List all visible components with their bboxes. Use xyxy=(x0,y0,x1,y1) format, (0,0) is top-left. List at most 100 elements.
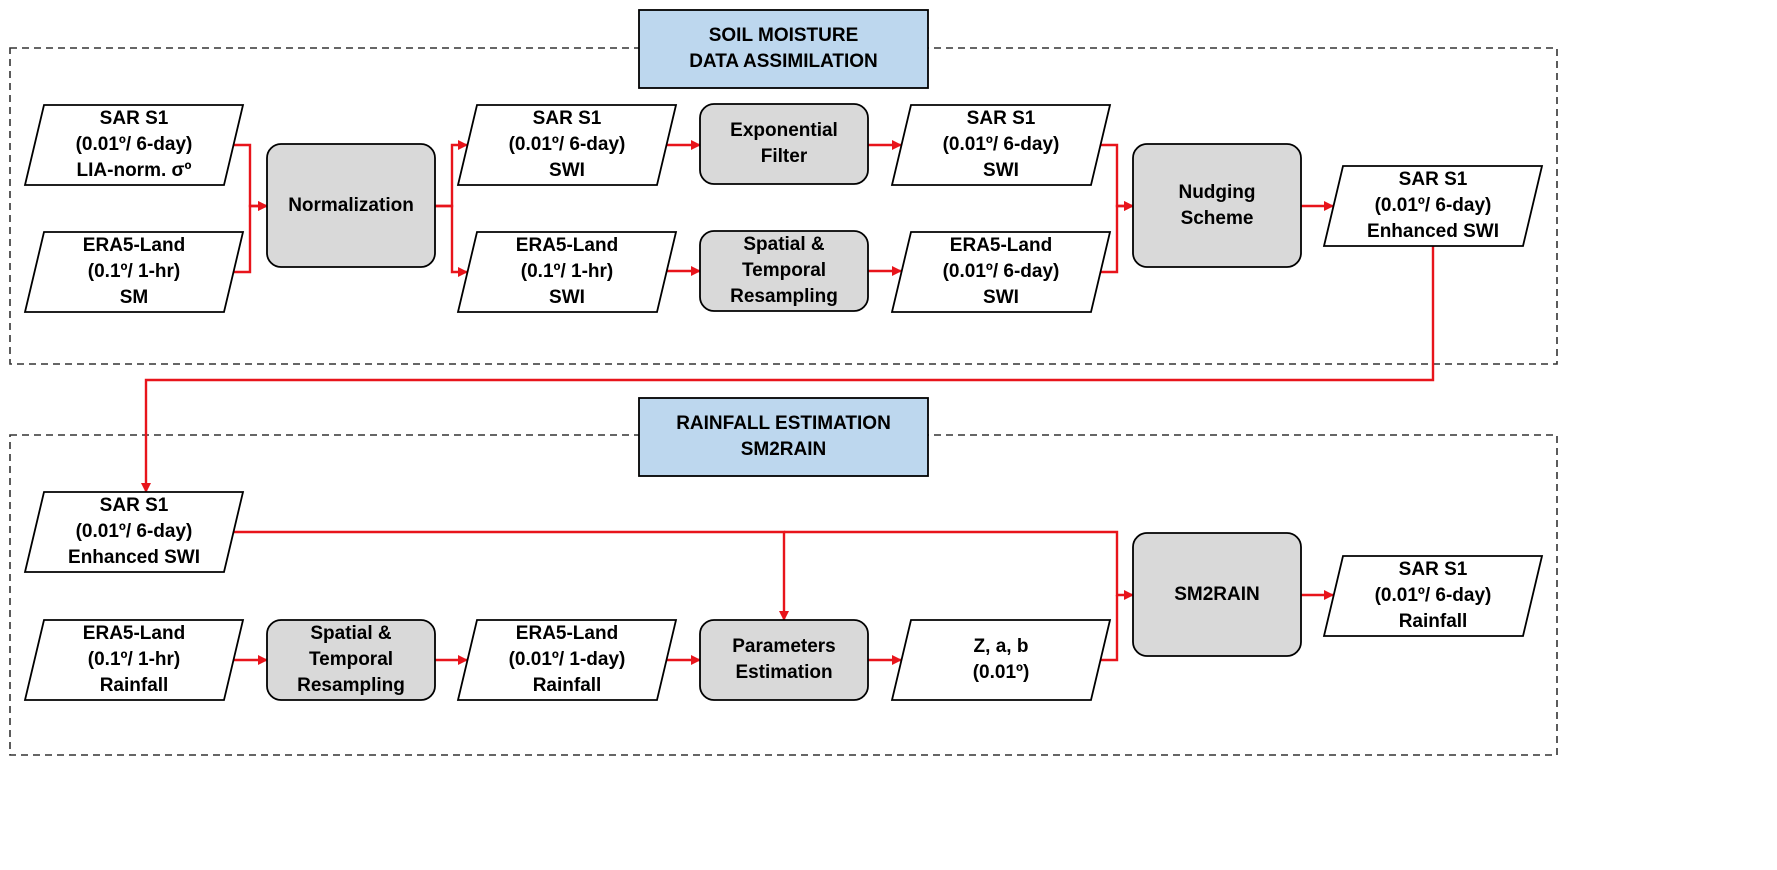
node-label-sar_rainfall-line: Rainfall xyxy=(1398,611,1468,632)
data-node-era5_rain_2 xyxy=(456,619,678,701)
node-label-era5_rain_2-line: Rainfall xyxy=(532,675,602,696)
section-title-box-rainfall xyxy=(638,397,929,477)
node-label-sar_swi_2-line: (0.01º/ 6-day) xyxy=(942,134,1060,155)
edge-era5_sm-to-normalization xyxy=(234,201,268,274)
node-label-resampling_2-line: Spatial & xyxy=(310,623,392,644)
data-node-sar_swi_2 xyxy=(890,104,1112,186)
section-title-box-soil_moisture xyxy=(638,9,929,89)
node-label-sar_swi_1-line: (0.01º/ 6-day) xyxy=(508,134,626,155)
node-label-era5_sm-line: ERA5-Land xyxy=(82,235,186,256)
node-label-param_est-line: Parameters xyxy=(732,636,836,657)
node-label-normalization: Normalization xyxy=(267,144,435,267)
process-node-nudging xyxy=(1132,143,1302,268)
node-label-sar_lia-line: SAR S1 xyxy=(99,108,169,129)
data-node-sar_enh_1 xyxy=(1322,165,1544,247)
section-title-soil_moisture-line: SOIL MOISTURE xyxy=(708,25,859,46)
edge-era5_swi_2-to-nudging xyxy=(1101,201,1134,274)
node-label-era5_swi_2: ERA5-Land (0.01º/ 6-day) SWI xyxy=(892,232,1110,312)
node-label-era5_rain_2-line: ERA5-Land xyxy=(515,623,619,644)
data-node-sar_rainfall xyxy=(1322,555,1544,637)
node-label-sar_enh_1: SAR S1 (0.01º/ 6-day) Enhanced SWI xyxy=(1324,166,1542,246)
node-label-resampling_1-line: Temporal xyxy=(741,260,827,281)
node-label-param_est-line: Estimation xyxy=(735,662,833,683)
data-node-era5_rain_1 xyxy=(23,619,245,701)
node-label-sar_rainfall-line: (0.01º/ 6-day) xyxy=(1374,585,1492,606)
process-node-resampling_2 xyxy=(266,619,436,701)
node-label-era5_rain_1-line: ERA5-Land xyxy=(82,623,186,644)
edge-zab-to-sm2rain xyxy=(1101,595,1119,662)
node-label-sar_lia: SAR S1 (0.01º/ 6-day) LIA-norm. σº xyxy=(25,105,243,185)
node-label-sar_enh_2-line: SAR S1 xyxy=(99,495,169,516)
data-node-sar_swi_1 xyxy=(456,104,678,186)
node-label-era5_rain_1-line: Rainfall xyxy=(99,675,169,696)
node-label-sar_enh_2: SAR S1 (0.01º/ 6-day) Enhanced SWI xyxy=(25,492,243,572)
node-label-nudging-line: Scheme xyxy=(1180,207,1254,229)
node-label-zab-line: Z, a, b xyxy=(973,636,1029,657)
node-label-resampling_1-line: Resampling xyxy=(730,286,838,307)
node-label-sar_swi_2-line: SAR S1 xyxy=(966,108,1036,129)
node-label-era5_swi_1-line: SWI xyxy=(549,287,585,308)
section-title-soil_moisture-line: DATA ASSIMILATION xyxy=(689,51,878,72)
node-label-sar_swi_1-line: SAR S1 xyxy=(532,108,602,129)
section-title-rainfall-line: SM2RAIN xyxy=(740,439,827,460)
node-label-sar_rainfall-line: SAR S1 xyxy=(1398,559,1468,580)
node-label-zab-line: (0.01º) xyxy=(972,662,1030,683)
node-label-era5_swi_2-line: SWI xyxy=(983,287,1019,308)
data-node-era5_swi_1 xyxy=(456,231,678,313)
edge-sar_enh_1-to-sar_enh_2 xyxy=(141,246,1435,493)
node-label-era5_swi_1: ERA5-Land(0.1º/ 1-hr)SWI xyxy=(458,232,676,312)
node-label-resampling_1-line: Spatial & xyxy=(743,234,825,255)
node-label-resampling_2-line: Resampling xyxy=(297,675,405,696)
node-label-sar_lia-line: (0.01º/ 6-day) xyxy=(75,134,193,155)
node-label-sar_swi_2-line: SWI xyxy=(983,160,1019,181)
node-label-era5_sm: ERA5-Land (0.1º/ 1-hr) SM xyxy=(25,232,243,312)
node-label-sar_swi_2: SAR S1 (0.01º/ 6-day) SWI xyxy=(892,105,1110,185)
node-label-sar_swi_1: SAR S1 (0.01º/ 6-day) SWI xyxy=(458,105,676,185)
edge-sar_enh_2-to-sm2rain xyxy=(784,530,1134,600)
node-label-era5_rain_1: ERA5-Land (0.1º/ 1-hr) Rainfall xyxy=(25,620,243,700)
node-label-era5_swi_2-line: (0.01º/ 6-day) xyxy=(942,261,1060,282)
section-title-soil_moisture: SOIL MOISTURE DATA ASSIMILATION xyxy=(639,10,928,88)
data-node-zab xyxy=(890,619,1112,701)
node-label-sm2rain-line: SM2RAIN xyxy=(1174,583,1260,605)
node-label-sm2rain: SM2RAIN xyxy=(1133,533,1301,656)
edge-sar_enh_2-to-param_est xyxy=(234,530,789,621)
process-node-param_est xyxy=(699,619,869,701)
node-label-sar_swi_1-line: SWI xyxy=(549,160,585,181)
process-node-sm2rain xyxy=(1132,532,1302,657)
node-label-sar_lia-line: LIA-norm. σº xyxy=(76,160,192,181)
process-node-exp_filter xyxy=(699,103,869,185)
node-label-sar_enh_1-line: SAR S1 xyxy=(1398,169,1468,190)
data-node-sar_enh_2 xyxy=(23,491,245,573)
node-label-exp_filter-line: Filter xyxy=(760,146,808,167)
data-node-era5_swi_2 xyxy=(890,231,1112,313)
node-label-normalization-line: Normalization xyxy=(288,194,414,216)
node-label-resampling_2-line: Temporal xyxy=(308,649,394,670)
node-label-era5_rain_1-line: (0.1º/ 1-hr) xyxy=(87,649,181,670)
process-node-resampling_1 xyxy=(699,230,869,312)
node-label-sar_enh_1-line: (0.01º/ 6-day) xyxy=(1374,195,1492,216)
node-label-era5_swi_1-line: ERA5-Land xyxy=(515,235,619,256)
node-label-sar_rainfall: SAR S1 (0.01º/ 6-day) Rainfall xyxy=(1324,556,1542,636)
node-label-era5_sm-line: (0.1º/ 1-hr) xyxy=(87,261,181,282)
node-label-sar_enh_2-line: Enhanced SWI xyxy=(68,547,200,568)
process-node-normalization xyxy=(266,143,436,268)
edge-normalization-to-era5_swi_1 xyxy=(435,204,468,277)
node-label-era5_sm-line: SM xyxy=(119,287,149,308)
node-label-exp_filter-line: Exponential xyxy=(730,120,838,141)
node-label-era5_rain_2: ERA5-Land(0.01º/ 1-day)Rainfall xyxy=(458,620,676,700)
node-label-sar_enh_1-line: Enhanced SWI xyxy=(1367,221,1499,242)
node-label-sar_enh_2-line: (0.01º/ 6-day) xyxy=(75,521,193,542)
node-label-era5_swi_2-line: ERA5-Land xyxy=(949,235,1053,256)
node-label-nudging-line: Nudging xyxy=(1178,181,1256,203)
node-label-zab: Z, a, b (0.01º) xyxy=(892,620,1110,700)
data-node-era5_sm xyxy=(23,231,245,313)
data-node-sar_lia xyxy=(23,104,245,186)
